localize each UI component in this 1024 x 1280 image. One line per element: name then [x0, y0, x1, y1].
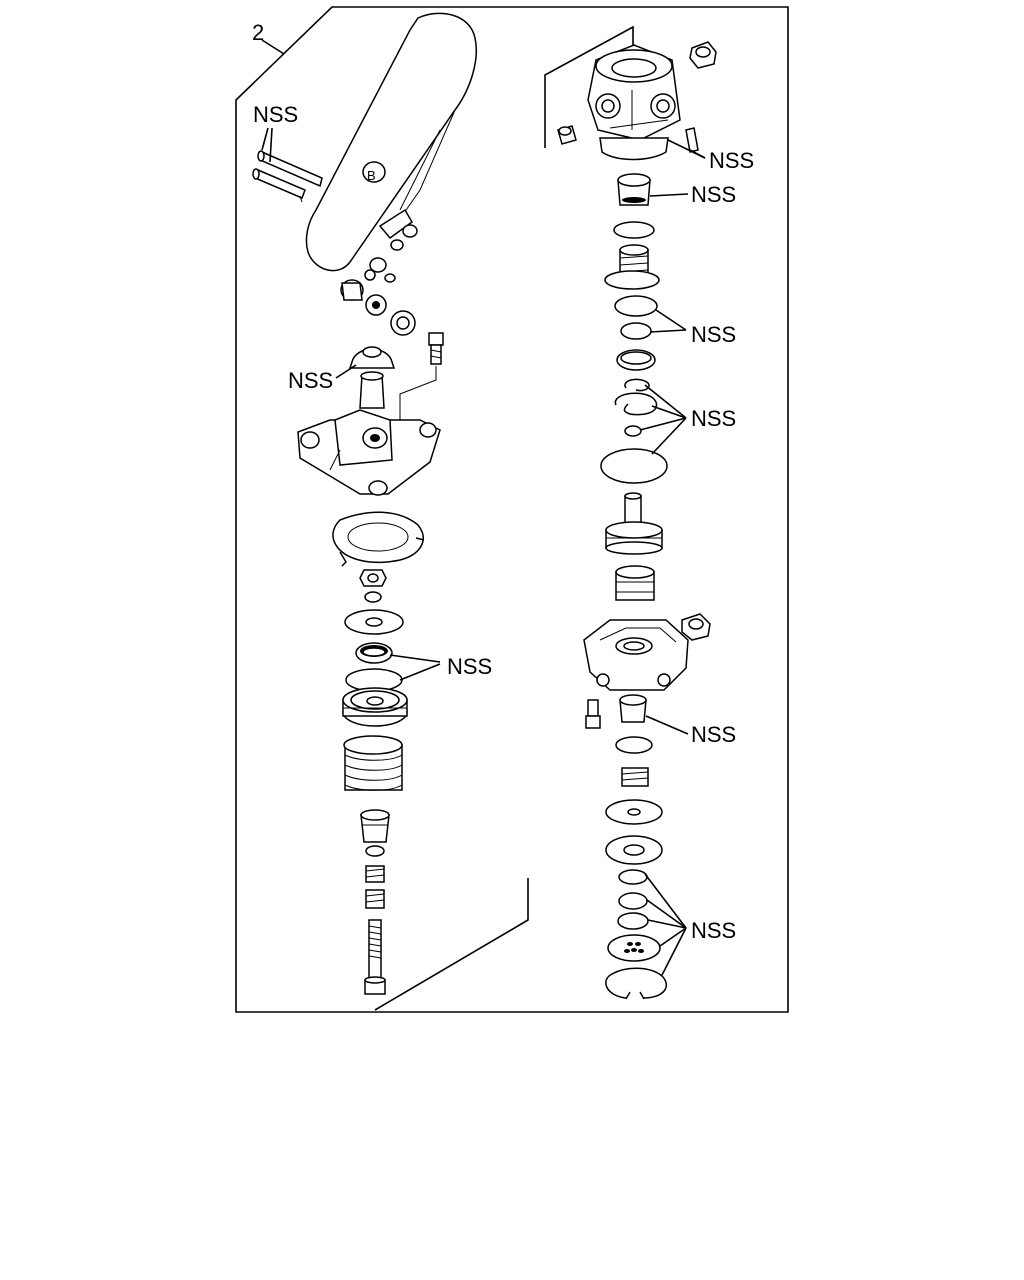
lower-piston: [619, 694, 647, 723]
lower-o-ring-a: [618, 869, 648, 885]
lower-housing-bolt: [585, 699, 601, 729]
upper-o-ring-large: [614, 295, 658, 317]
callout-nss-pins: NSS: [253, 102, 298, 127]
callout-nss-upper-housing: NSS: [709, 148, 754, 173]
pedal-hardware: [364, 224, 418, 283]
flat-washer: [344, 609, 404, 635]
exhaust-diaphragm: [607, 934, 661, 962]
lower-spring: [621, 767, 649, 787]
small-o-ring: [365, 845, 385, 857]
plunger: [360, 809, 390, 843]
main-spring: [343, 735, 403, 791]
small-spring-upper: [365, 865, 385, 883]
rubber-boot: [348, 346, 396, 409]
lower-o-ring-c: [617, 912, 649, 930]
diagram-frame: [235, 6, 789, 1013]
upper-piston: [617, 173, 651, 206]
small-spring-lower: [365, 889, 385, 909]
callout-nss-seal-left: NSS: [447, 654, 492, 679]
svg-text:B: B: [367, 168, 376, 183]
piston: [342, 687, 408, 727]
pedal-pins: [252, 150, 323, 203]
upper-housing-fitting: [557, 125, 577, 145]
upper-housing-pin: [685, 127, 699, 153]
lower-o-ring-b: [618, 892, 648, 910]
upper-washer: [613, 221, 655, 239]
snap-ring-disc: [624, 425, 642, 437]
item-number-leader: [261, 39, 285, 55]
mounting-cover: [297, 409, 441, 496]
upper-housing-plug: [689, 41, 717, 69]
long-bolt: [364, 919, 386, 995]
upper-o-ring-small: [620, 322, 652, 340]
lock-nut: [359, 569, 387, 587]
spacer-ring: [604, 270, 660, 290]
callout-nss-lower-kit: NSS: [691, 918, 736, 943]
lower-washer: [615, 736, 653, 754]
small-washer: [364, 591, 382, 603]
callout-nss-boot: NSS: [288, 368, 333, 393]
lower-gasket: [605, 835, 663, 865]
relay-spring: [615, 565, 655, 601]
callout-nss-orings-upper: NSS: [691, 322, 736, 347]
callout-nss-upper-piston: NSS: [691, 182, 736, 207]
snap-ring-small: [624, 378, 650, 392]
treadle-pedal: B: [305, 12, 477, 272]
callout-nss-snaprings: NSS: [691, 406, 736, 431]
lower-valve-housing: [583, 619, 689, 691]
retaining-ring: [605, 967, 667, 1000]
item-number-label: 2: [252, 20, 264, 45]
upper-valve-housing: [587, 44, 681, 161]
roller-bushings: [340, 279, 416, 336]
assembly-leader-line: [374, 878, 529, 1011]
seal-ring: [355, 642, 393, 664]
lower-housing-plug: [681, 613, 711, 641]
relay-piston: [605, 492, 663, 555]
lower-flat-washer: [605, 799, 663, 825]
diaphragm-disc: [600, 448, 668, 484]
mounting-bolt: [428, 332, 444, 365]
valve-disc: [616, 349, 656, 371]
snap-ring-medium: [614, 392, 658, 416]
gasket: [332, 511, 425, 567]
callout-nss-lower-piston: NSS: [691, 722, 736, 747]
